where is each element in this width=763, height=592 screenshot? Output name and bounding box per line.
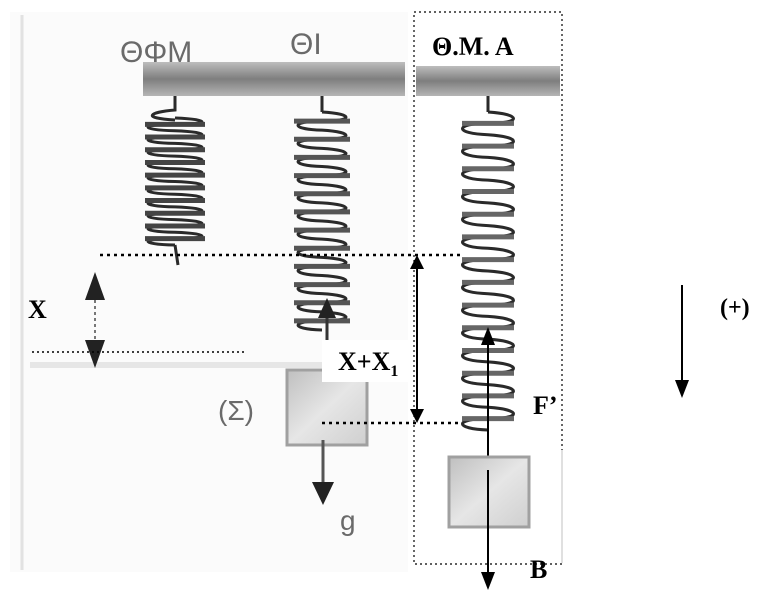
left-ceiling bbox=[143, 62, 405, 96]
label-theta-i: ΘΙ bbox=[290, 28, 322, 61]
right-ceiling bbox=[416, 66, 560, 96]
left-panel bbox=[10, 12, 408, 572]
arrow-down-icon-head bbox=[675, 380, 689, 398]
double-arrow-icon bbox=[85, 272, 105, 368]
label-b: B bbox=[530, 555, 547, 584]
label-x-plus-x1: X+X1 bbox=[338, 347, 398, 380]
label-f-prime: F’ bbox=[533, 391, 558, 420]
label-x: X bbox=[28, 295, 47, 324]
spring-natural bbox=[145, 96, 205, 266]
spring-loaded bbox=[294, 96, 350, 332]
x-x1-label-box bbox=[322, 340, 410, 382]
b-arrow-head bbox=[481, 572, 495, 590]
weight-arrow-left-head bbox=[312, 482, 334, 505]
label-sigma: (Σ) bbox=[218, 395, 254, 426]
label-g: g bbox=[340, 505, 356, 536]
label-plus-direction: (+) bbox=[720, 295, 750, 321]
label-theta-m-a: Θ.Μ. Α bbox=[432, 32, 514, 61]
spring-force-arrow-head bbox=[318, 298, 336, 318]
f-prime-arrow-head bbox=[481, 327, 495, 345]
